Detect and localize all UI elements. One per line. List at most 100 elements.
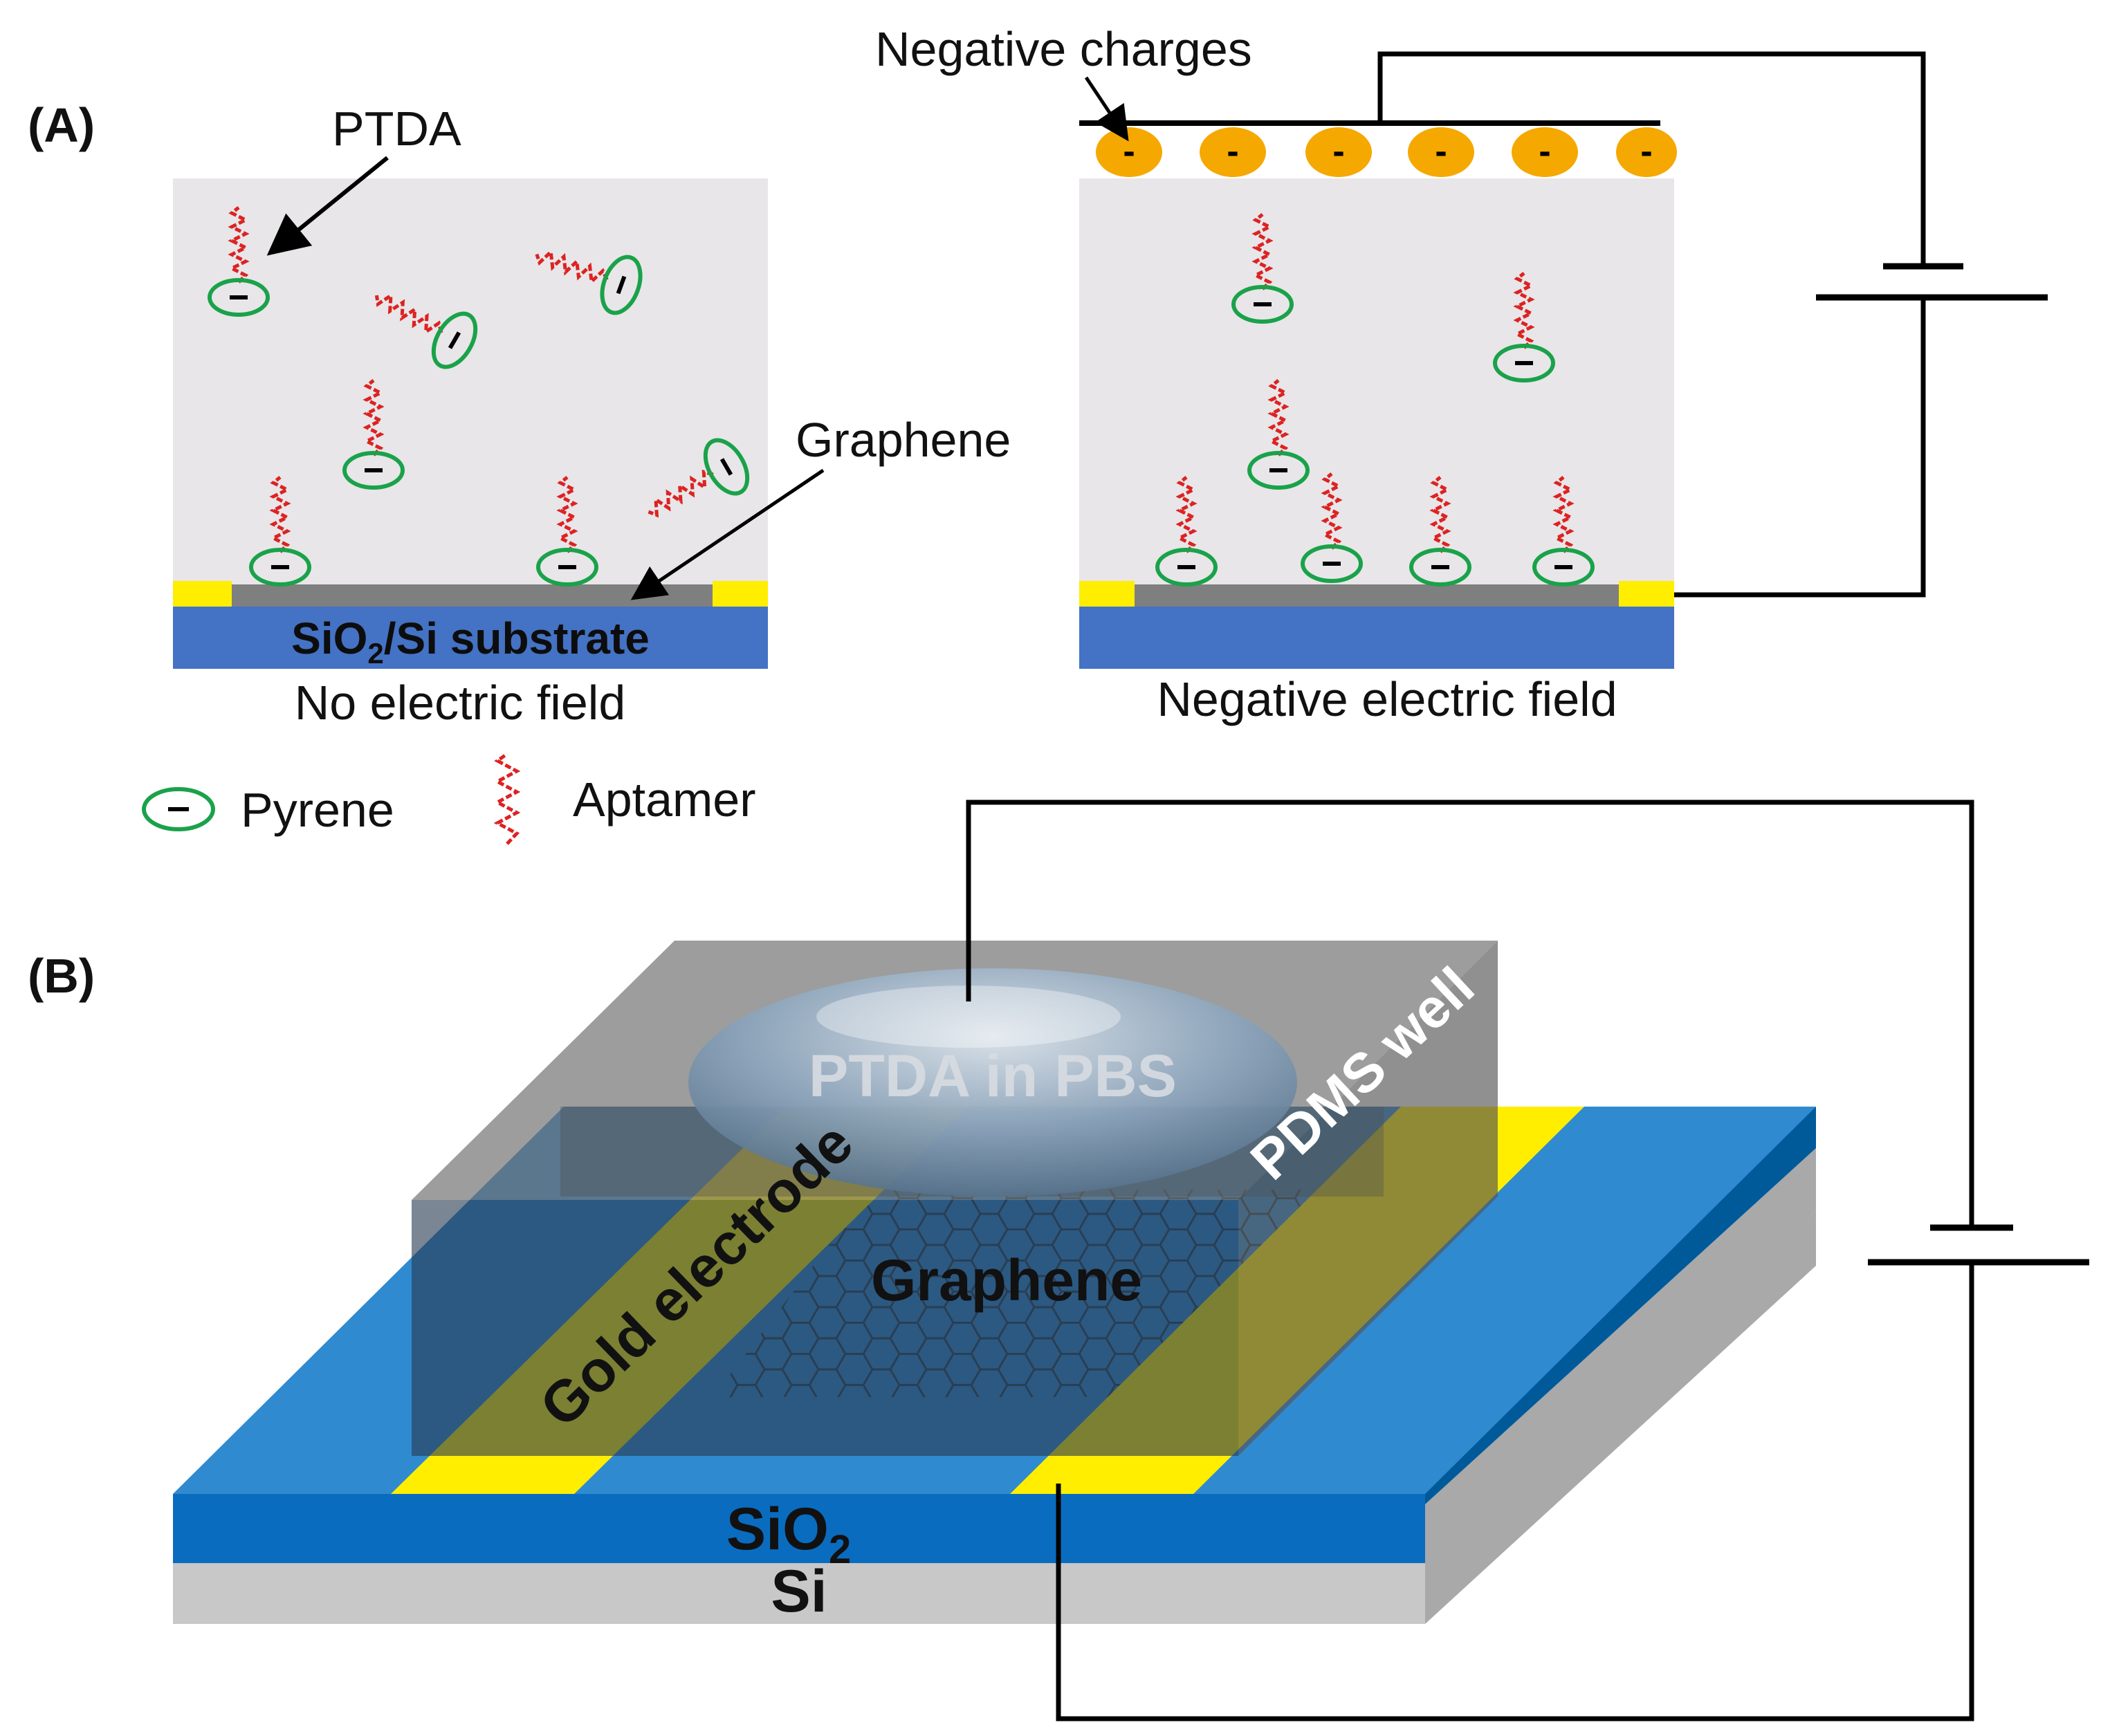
- graphene-arrow: [630, 468, 825, 600]
- pyrene-minus: [616, 275, 627, 295]
- sio2-label: SiO2: [726, 1496, 851, 1572]
- pyrene-aptamer-molecule: [536, 476, 598, 587]
- molecules-left: [208, 206, 750, 587]
- aptamer-strand: [1321, 472, 1343, 550]
- svg-text:-: -: [1435, 131, 1447, 172]
- solution-right: [1079, 178, 1674, 587]
- pyrene-ellipse: [600, 255, 643, 315]
- panel-b-label: (B): [28, 949, 95, 1003]
- svg-text:-: -: [1640, 131, 1652, 172]
- pyrene-ellipse: [342, 451, 405, 490]
- svg-text:-: -: [1332, 131, 1344, 172]
- negative-charge: -: [1200, 127, 1266, 177]
- pyrene-ellipse: [208, 278, 270, 317]
- ptda-arrow: [266, 156, 389, 256]
- panel-a-right-box: [1079, 178, 1674, 669]
- circuit-wire-top: [1377, 51, 1926, 266]
- pyrene-aptamer-molecule: [535, 248, 643, 315]
- pyrene-minus: [448, 331, 461, 349]
- aptamer-strand: [1175, 476, 1198, 553]
- panel-b-circuit: [966, 800, 2089, 1721]
- si-side-lower: [1425, 1210, 1816, 1624]
- pyrene-aptamer-molecule: [1409, 476, 1471, 587]
- pyrene-ellipse: [703, 438, 750, 496]
- aptamer-strand: [1552, 476, 1575, 553]
- pyrene-ellipse: [249, 548, 311, 587]
- si-side-face: [1425, 1148, 1816, 1567]
- aptamer-strand: [228, 206, 250, 284]
- aptamer-strand: [374, 292, 443, 335]
- negative-charge: -: [1512, 127, 1578, 177]
- pyrene-aptamer-molecule: [1247, 379, 1310, 490]
- negative-charge: -: [1408, 127, 1474, 177]
- ptda-droplet: [688, 968, 1297, 1197]
- negative-charges-arrow: [1084, 76, 1129, 142]
- molecules-right: [1155, 213, 1595, 587]
- left-caption: No electric field: [295, 676, 626, 730]
- panel-a-label: (A): [28, 98, 95, 152]
- pyrene-aptamer-molecule: [1155, 476, 1218, 587]
- pyrene-ellipse: [1155, 548, 1218, 587]
- aptamer-strand: [1251, 213, 1274, 290]
- pdms-front-face: [412, 1200, 1238, 1456]
- pyrene-aptamer-molecule: [342, 379, 405, 490]
- gold-pad-right-1: [1079, 581, 1135, 607]
- legend: Pyrene Aptamer: [142, 752, 756, 845]
- substrate-label: SiO2/Si substrate: [291, 613, 650, 670]
- pyrene-aptamer-molecule: [1493, 272, 1555, 382]
- aptamer-strand: [1429, 476, 1451, 553]
- aptamer-strand: [535, 248, 609, 286]
- circuit-wire-top-b: [966, 800, 1974, 1228]
- negative-charge: -: [1305, 127, 1372, 177]
- pdms-side-face: [1238, 941, 1498, 1456]
- pyrene-ellipse: [1493, 344, 1555, 382]
- droplet-highlight: [816, 986, 1121, 1048]
- panel-a-left-box: SiO2/Si substrate: [173, 178, 768, 670]
- graphene-label-b: Graphene: [871, 1248, 1142, 1313]
- pyrene-aptamer-molecule: [374, 292, 478, 369]
- aptamer-strand: [648, 470, 714, 518]
- negative-charges-label: Negative charges: [875, 22, 1252, 76]
- pyrene-ellipse: [1409, 548, 1471, 587]
- graphene-layer-right: [1135, 584, 1619, 607]
- gold-pad-left-2: [713, 581, 768, 607]
- pyrene-ellipse: [1301, 544, 1363, 583]
- sio2-front-face: [173, 1494, 1425, 1563]
- panel-a-circuit: [1377, 51, 2048, 598]
- substrate-left: [173, 607, 768, 669]
- gold-pad-right-2: [1619, 581, 1674, 607]
- aptamer-strand: [269, 476, 291, 553]
- aptamer-strand: [363, 379, 385, 456]
- gold-pad-left-1: [173, 581, 232, 607]
- svg-text:-: -: [1227, 131, 1238, 172]
- pyrene-minus: [719, 458, 733, 476]
- pyrene-aptamer-molecule: [249, 476, 311, 587]
- svg-text:-: -: [1539, 131, 1550, 172]
- pyrene-ellipse: [431, 311, 478, 369]
- ptda-label: PTDA: [332, 102, 461, 156]
- circuit-wire-bottom-b: [1056, 1262, 1974, 1721]
- right-caption: Negative electric field: [1157, 672, 1617, 726]
- si-front-face: [173, 1563, 1425, 1624]
- negative-charges: - - - - - -: [1096, 127, 1677, 177]
- si-label: Si: [771, 1558, 827, 1625]
- negative-charge: -: [1616, 127, 1677, 177]
- solution-left: [173, 178, 768, 587]
- graphene-label-a: Graphene: [796, 413, 1011, 467]
- legend-aptamer-label: Aptamer: [573, 773, 756, 827]
- pyrene-aptamer-molecule: [1231, 213, 1294, 324]
- legend-pyrene-icon: [142, 787, 215, 831]
- aptamer-strand: [1513, 272, 1535, 349]
- pyrene-ellipse: [1231, 285, 1294, 324]
- negative-charge: -: [1096, 127, 1162, 177]
- pyrene-ellipse: [1247, 451, 1310, 490]
- svg-text:-: -: [1123, 131, 1135, 172]
- aptamer-strand: [1267, 379, 1290, 456]
- substrate-right: [1079, 607, 1674, 669]
- pyrene-aptamer-molecule: [208, 206, 270, 317]
- pyrene-ellipse: [1532, 548, 1595, 587]
- legend-pyrene-label: Pyrene: [241, 783, 394, 837]
- droplet-label: PTDA in PBS: [809, 1043, 1177, 1109]
- pyrene-aptamer-molecule: [1532, 476, 1595, 587]
